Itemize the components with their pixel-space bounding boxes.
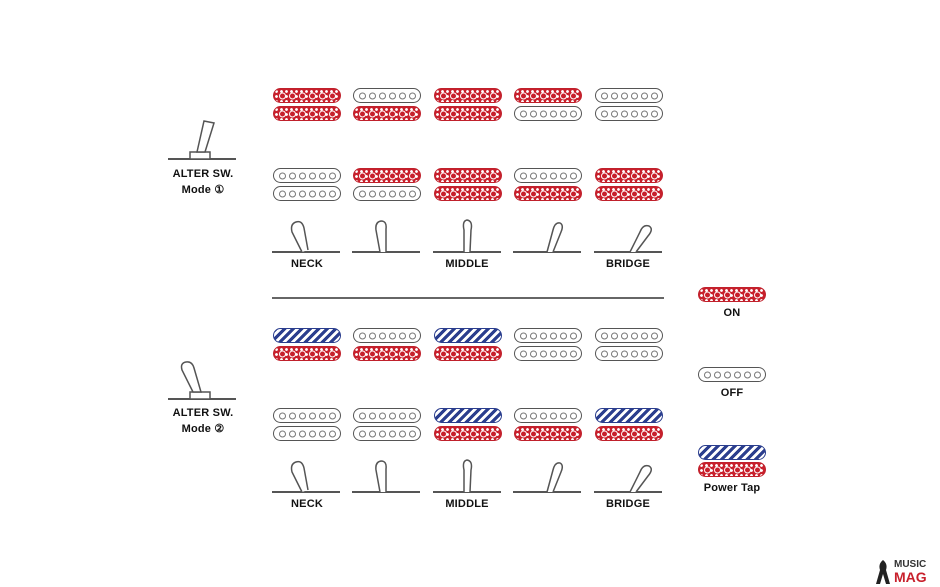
position-label-middle-1: MIDDLE (445, 258, 489, 270)
legend-on-label: ON (723, 307, 741, 319)
pickup-m2-r2-c1-top (273, 408, 341, 423)
pickup-m1-r1-c2-bottom (353, 106, 421, 121)
selector-neck-icon (272, 460, 340, 493)
pickup-m1-r2-c3-top (434, 168, 502, 183)
selector-middle-bridge-icon (513, 222, 581, 253)
pickup-m2-r2-c2-bottom (353, 426, 421, 441)
alter-switch-icon (168, 361, 236, 400)
switch-label-mode2: ALTER SW. (172, 407, 234, 419)
pickup-m2-r1-c1-top (273, 328, 341, 343)
pickup-m2-r1-c3-bottom (434, 346, 502, 361)
legend-tap-swatch-top (698, 445, 766, 460)
pickup-m2-r1-c5-bottom (595, 346, 663, 361)
pickup-m1-r1-c5-top (595, 88, 663, 103)
pickup-m1-r1-c1-bottom (273, 106, 341, 121)
pickup-m2-r2-c4-top (514, 408, 582, 423)
position-label-middle-2: MIDDLE (445, 498, 489, 510)
legend-off-label: OFF (720, 387, 744, 399)
pickup-m2-r1-c1-bottom (273, 346, 341, 361)
pickup-m1-r1-c3-top (434, 88, 502, 103)
legend-on-swatch (698, 287, 766, 302)
position-label-neck-2: NECK (291, 498, 323, 510)
pickup-m1-r1-c3-bottom (434, 106, 502, 121)
legend-off-swatch (698, 367, 766, 382)
pickup-m2-r2-c3-bottom (434, 426, 502, 441)
pickup-m2-r2-c3-top (434, 408, 502, 423)
position-label-bridge-1: BRIDGE (606, 258, 650, 270)
position-label-neck-1: NECK (291, 258, 323, 270)
selector-middle-bridge-icon (513, 462, 581, 493)
pickup-m1-r1-c5-bottom (595, 106, 663, 121)
pickup-m1-r1-c4-top (514, 88, 582, 103)
section-divider (272, 297, 664, 299)
pickup-m2-r2-c5-bottom (595, 426, 663, 441)
pickup-m1-r2-c3-bottom (434, 186, 502, 201)
legend-power-tap-label: Power Tap (703, 482, 761, 494)
pickup-m1-r2-c1-bottom (273, 186, 341, 201)
selector-middle-icon (433, 459, 501, 493)
pickup-m2-r1-c4-top (514, 328, 582, 343)
pickup-m1-r1-c2-top (353, 88, 421, 103)
watermark-text-2: MAG (894, 569, 927, 585)
pickup-m1-r2-c5-bottom (595, 186, 663, 201)
pickup-m2-r2-c1-bottom (273, 426, 341, 441)
pickup-m1-r1-c4-bottom (514, 106, 582, 121)
pickup-m1-r2-c4-bottom (514, 186, 582, 201)
selector-middle-icon (433, 219, 501, 253)
selector-neck-middle-icon (352, 460, 420, 493)
pickup-m2-r2-c2-top (353, 408, 421, 423)
watermark-text-1: MUSIC (894, 559, 927, 570)
pickup-m2-r1-c2-top (353, 328, 421, 343)
pickup-m2-r1-c2-bottom (353, 346, 421, 361)
position-label-bridge-2: BRIDGE (606, 498, 650, 510)
pickup-m1-r1-c1-top (273, 88, 341, 103)
pickup-m2-r1-c3-top (434, 328, 502, 343)
switch-label-mode1: ALTER SW. (172, 168, 234, 180)
pickup-m1-r2-c1-top (273, 168, 341, 183)
alter-switch-icon (168, 120, 236, 160)
pickup-m1-r2-c2-bottom (353, 186, 421, 201)
legend-tap-swatch-bottom (698, 462, 766, 477)
selector-neck-middle-icon (352, 220, 420, 253)
selector-bridge-icon (594, 224, 662, 253)
pickup-m2-r1-c5-top (595, 328, 663, 343)
selector-neck-icon (272, 220, 340, 253)
pickup-m2-r2-c5-top (595, 408, 663, 423)
pickup-m1-r2-c2-top (353, 168, 421, 183)
pickup-m1-r2-c5-top (595, 168, 663, 183)
selector-bridge-icon (594, 464, 662, 493)
mode-label-1: Mode ① (181, 184, 225, 196)
pickup-m2-r2-c4-bottom (514, 426, 582, 441)
pickup-m2-r1-c4-bottom (514, 346, 582, 361)
pickup-m1-r2-c4-top (514, 168, 582, 183)
watermark-logo: MUSIC MAG (868, 556, 940, 586)
mode-label-2: Mode ② (181, 423, 225, 435)
